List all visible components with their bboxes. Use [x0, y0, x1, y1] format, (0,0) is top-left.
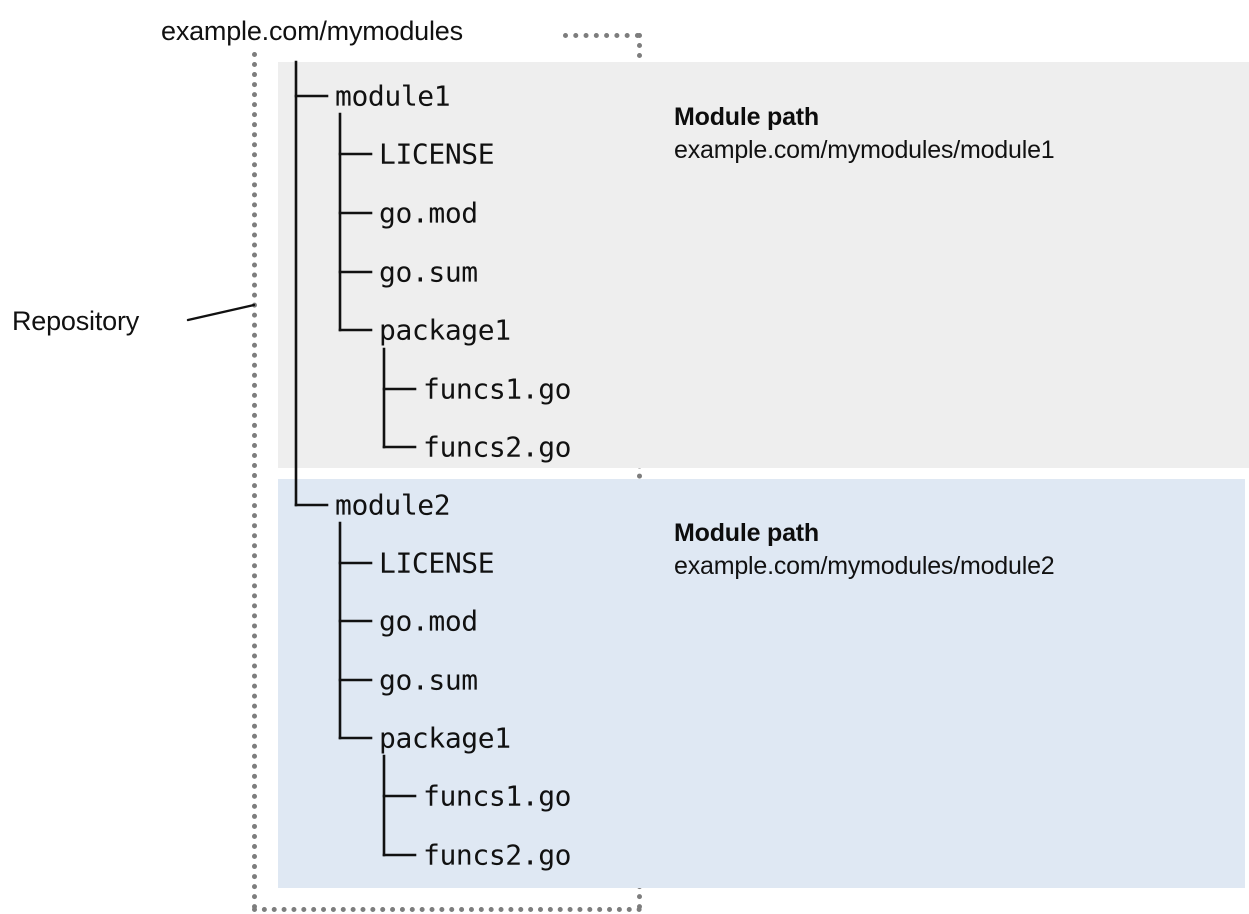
repository-boundary-left-edge [252, 52, 257, 910]
tree-node-package1: package1 [379, 721, 511, 755]
module2-annotation-title: Module path [674, 519, 820, 547]
module1-annotation: Module path example.com/mymodules/module… [674, 101, 1234, 167]
tree-node-go-mod: go.mod [379, 196, 478, 230]
tree-node-funcs1-go: funcs1.go [423, 372, 572, 406]
tree-node-go-mod: go.mod [379, 604, 478, 638]
tree-node-go-sum: go.sum [379, 255, 478, 289]
module2-annotation: Module path example.com/mymodules/module… [674, 517, 1234, 583]
repository-boundary-top-edge [563, 33, 640, 38]
tree-node-LICENSE: LICENSE [379, 546, 495, 580]
repository-label: Repository [12, 306, 140, 336]
tree-node-funcs1-go: funcs1.go [423, 779, 572, 813]
tree-node-go-sum: go.sum [379, 663, 478, 697]
tree-node-module1: module1 [335, 79, 451, 113]
tree-node-LICENSE: LICENSE [379, 137, 495, 171]
repository-boundary-bottom-edge [252, 907, 642, 912]
module1-highlight-panel [278, 62, 1249, 468]
tree-node-module2: module2 [335, 488, 451, 522]
module1-annotation-value: example.com/mymodules/module1 [674, 136, 1055, 164]
repository-leader-line [186, 303, 256, 322]
module2-annotation-value: example.com/mymodules/module2 [674, 552, 1055, 580]
module2-highlight-panel [278, 479, 1245, 888]
repository-path-label: example.com/mymodules [161, 16, 463, 46]
module1-annotation-title: Module path [674, 103, 820, 131]
tree-node-package1: package1 [379, 313, 511, 347]
repository-boundary-right-edge [637, 33, 642, 910]
tree-node-funcs2-go: funcs2.go [423, 430, 572, 464]
tree-node-funcs2-go: funcs2.go [423, 838, 572, 872]
